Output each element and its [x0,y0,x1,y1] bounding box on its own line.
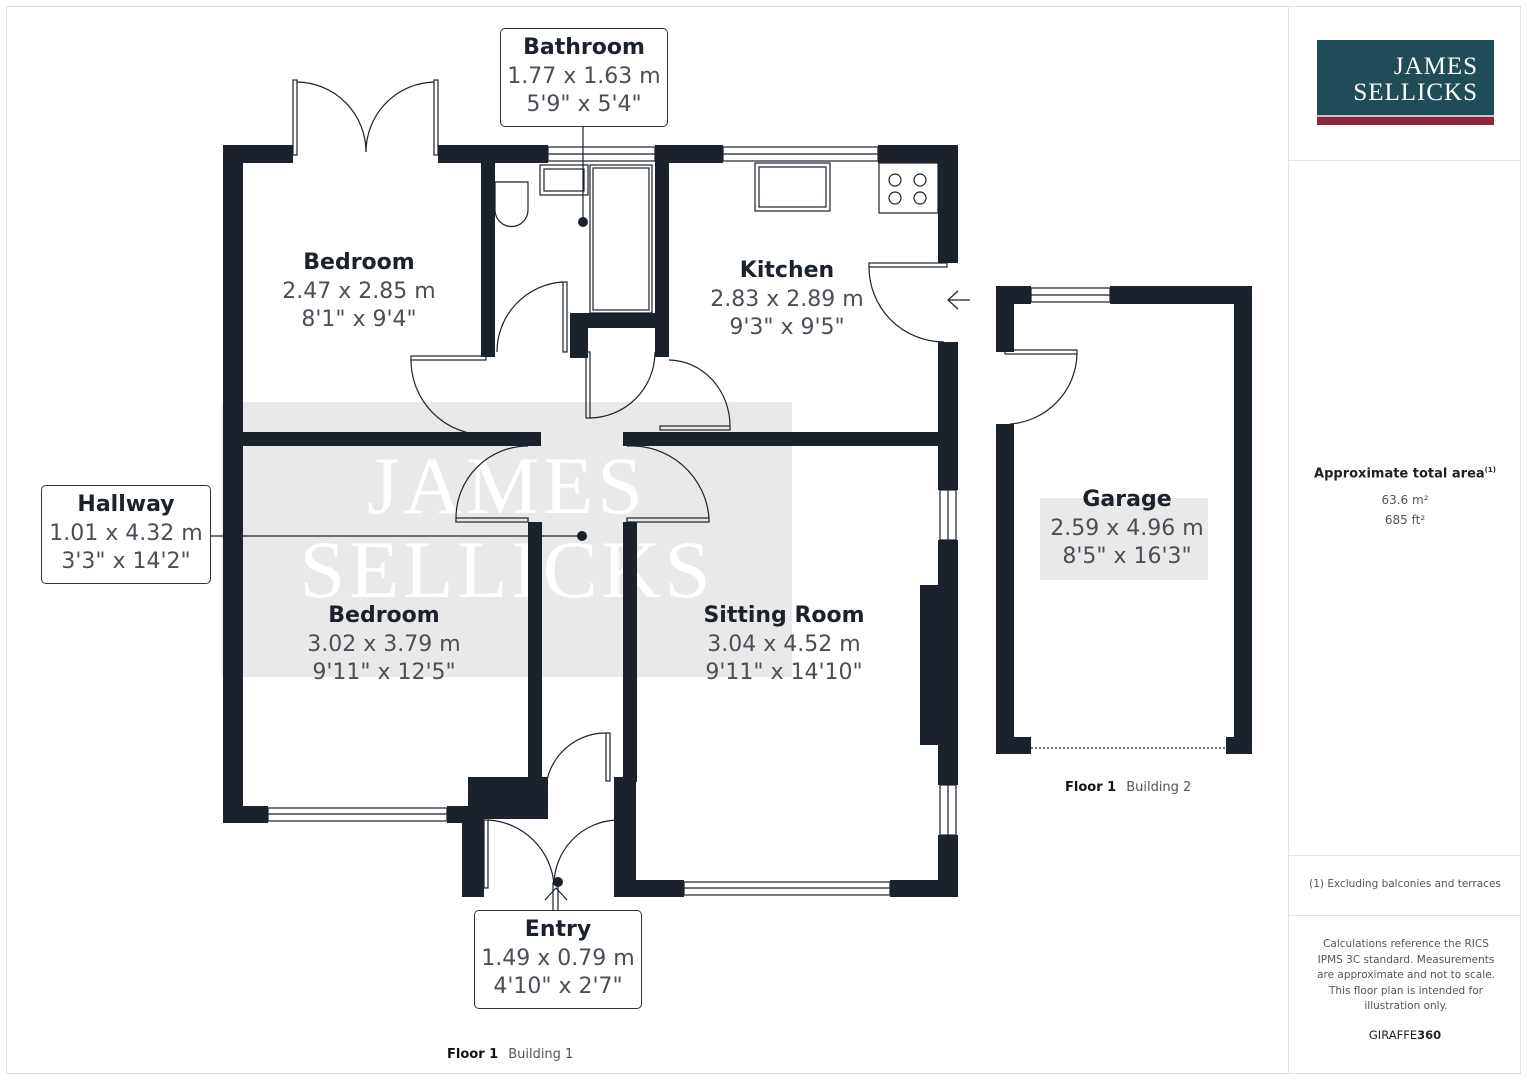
brand-logo: JAMES SELLICKS [1317,40,1494,125]
watermark: JAMES SELLICKS [222,402,792,677]
room-metric: 2.47 x 2.85 m [282,279,436,304]
provider-name: GIRAFFE [1368,1028,1418,1042]
logo-accent-bar [1317,115,1494,125]
logo-section: JAMES SELLICKS [1289,6,1521,161]
footnote: (1) Excluding balconies and terraces [1309,878,1501,890]
room-imperial: 9'11" x 12'5" [312,660,456,685]
callout-hallway: Hallway 1.01 x 4.32 m 3'3" x 14'2" [41,485,211,584]
room-name: Bedroom [303,250,415,275]
room-metric: 3.02 x 3.79 m [307,632,461,657]
watermark-line2: SELLICKS [299,524,715,615]
footnote-mark: (1) [1484,466,1496,474]
room-name: Entry [524,917,592,942]
room-metric: 3.04 x 4.52 m [707,632,861,657]
info-panel: JAMES SELLICKS Approximate total area(1)… [1288,6,1521,1074]
room-imperial: 8'5" x 16'3" [1062,544,1192,569]
area-title-text: Approximate total area [1314,466,1485,482]
provider-number: 360 [1417,1028,1442,1042]
floor-label-building-2: Floor 1 Building 2 [1065,780,1191,795]
room-imperial: 3'3" x 14'2" [61,549,191,574]
room-metric: 1.49 x 0.79 m [481,946,635,971]
room-label-sitting-room: Sitting Room 3.04 x 4.52 m 9'11" x 14'10… [703,601,864,687]
page-frame [6,6,1521,1074]
room-imperial: 5'9" x 5'4" [526,92,642,117]
building-name: Building 2 [1126,780,1192,795]
watermark-line1: JAMES [367,440,647,531]
room-metric: 2.83 x 2.89 m [710,287,864,312]
room-imperial: 4'10" x 2'7" [493,974,623,999]
floor-label-building-1: Floor 1 Building 1 [447,1047,573,1062]
room-name: Kitchen [739,258,835,283]
area-m2: 63.6 m² [1381,493,1429,507]
area-section [1289,6,1521,856]
room-name: Bathroom [523,35,645,60]
floor-number: Floor 1 [447,1047,499,1062]
disclaimer: Calculations reference the RICS IPMS 3C … [1317,938,1495,1012]
logo-line1: JAMES [1393,53,1478,80]
room-metric: 1.01 x 4.32 m [49,521,203,546]
callout-bathroom: Bathroom 1.77 x 1.63 m 5'9" x 5'4" [500,28,668,127]
callout-entry: Entry 1.49 x 0.79 m 4'10" x 2'7" [474,910,642,1009]
room-label-bedroom-2: Bedroom 3.02 x 3.79 m 9'11" x 12'5" [307,601,460,687]
room-name: Hallway [77,492,175,517]
room-metric: 1.77 x 1.63 m [507,64,661,89]
room-name: Garage [1082,487,1172,512]
room-imperial: 9'11" x 14'10" [705,660,863,685]
footnote-section [1289,6,1521,916]
logo-line2: SELLICKS [1353,79,1478,106]
area-ft2: 685 ft² [1384,513,1426,527]
room-imperial: 8'1" x 9'4" [301,307,417,332]
floor-number: Floor 1 [1065,780,1117,795]
room-label-garage: Garage 2.59 x 4.96 m 8'5" x 16'3" [1050,485,1203,571]
room-name: Bedroom [328,603,440,628]
room-imperial: 9'3" x 9'5" [729,315,845,340]
building-name: Building 1 [508,1047,574,1062]
watermark-small [1040,498,1208,580]
area-title: Approximate total area(1) [1289,466,1521,481]
room-name: Sitting Room [703,603,865,628]
room-metric: 2.59 x 4.96 m [1050,516,1204,541]
room-label-kitchen: Kitchen 2.83 x 2.89 m 9'3" x 9'5" [710,256,863,342]
provider-brand: GIRAFFE360 [1289,1028,1521,1042]
room-label-bedroom-1: Bedroom 2.47 x 2.85 m 8'1" x 9'4" [282,248,435,334]
